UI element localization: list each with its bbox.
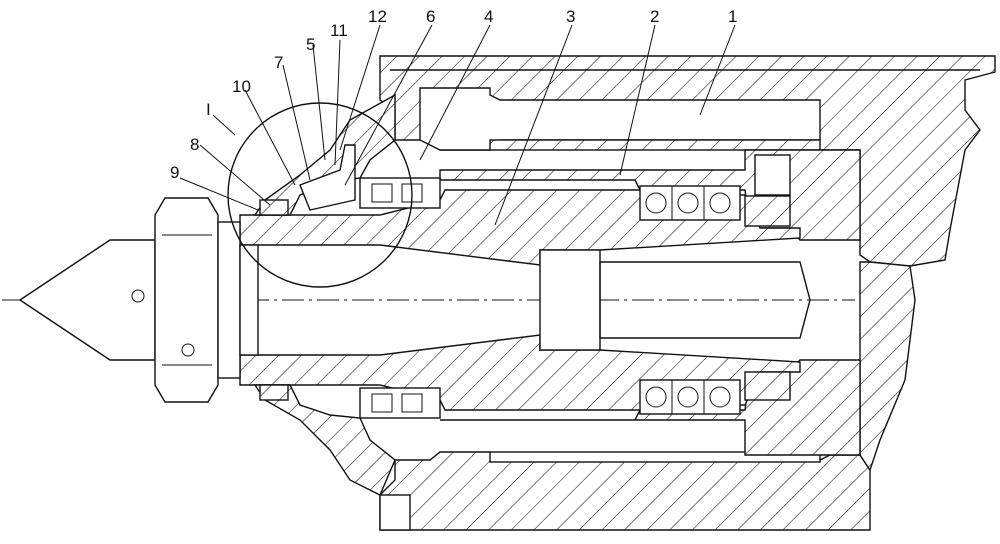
label-part-9: 9 xyxy=(170,163,179,182)
label-detail-I: I xyxy=(206,100,211,119)
locking-nut xyxy=(154,197,259,403)
live-center-tip xyxy=(18,239,156,361)
leader-lines xyxy=(179,24,736,226)
housing-lower xyxy=(379,261,916,531)
label-part-2: 2 xyxy=(650,7,659,26)
housing-upper xyxy=(379,55,996,267)
label-part-12: 12 xyxy=(368,7,387,26)
front-cover-upper xyxy=(253,93,396,216)
label-part-5: 5 xyxy=(306,35,315,54)
label-part-3: 3 xyxy=(566,7,575,26)
label-part-6: 6 xyxy=(426,7,435,26)
label-part-1: 1 xyxy=(728,7,737,26)
label-part-7: 7 xyxy=(274,53,283,72)
detail-circle-I xyxy=(227,102,413,288)
label-part-10: 10 xyxy=(232,77,251,96)
label-part-8: 8 xyxy=(190,135,199,154)
label-part-4: 4 xyxy=(484,7,493,26)
front-cover-lower xyxy=(253,384,396,496)
bearing-set-upper xyxy=(359,154,791,227)
label-part-11: 11 xyxy=(330,21,348,40)
lower-screw xyxy=(379,494,411,531)
bearing-set-lower xyxy=(359,371,791,419)
